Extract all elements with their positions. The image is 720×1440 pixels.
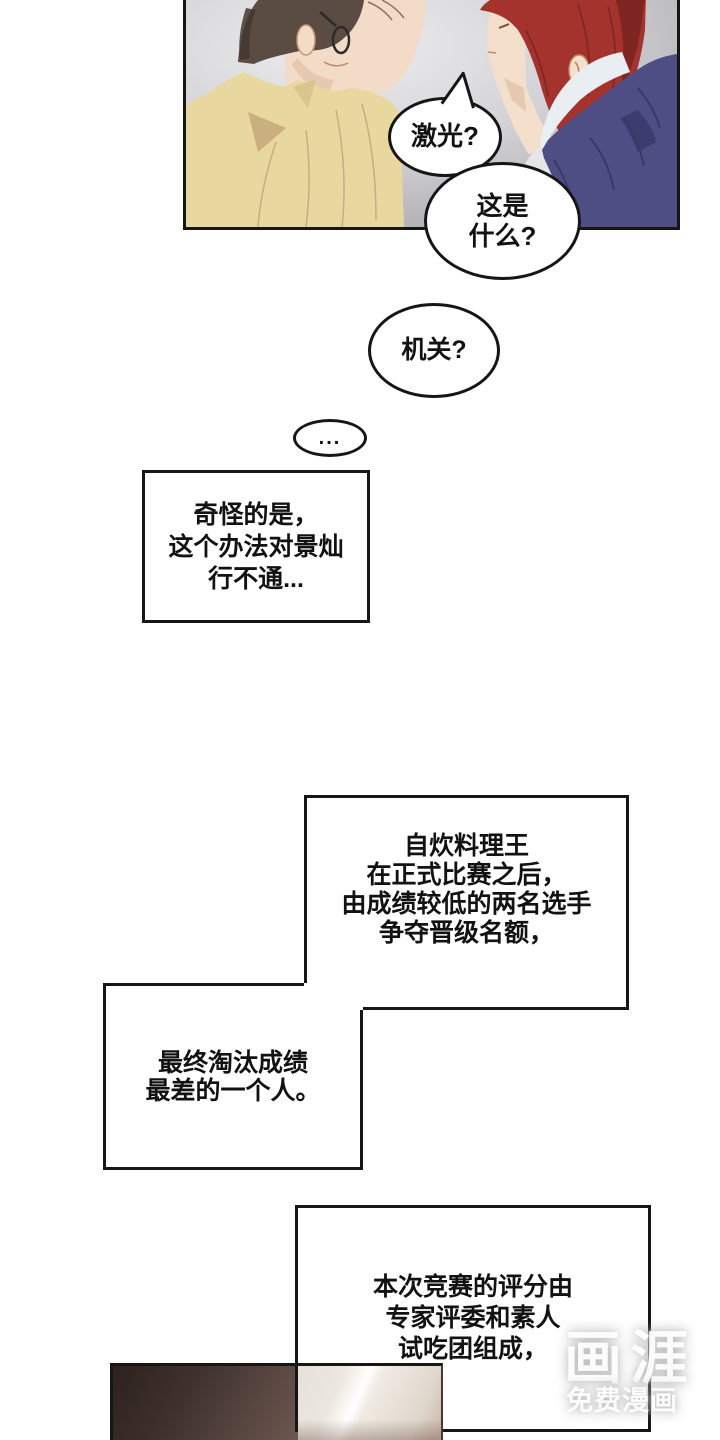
- narration-line: 自炊料理王: [403, 831, 529, 860]
- narration-line: 在正式比赛之后，: [366, 860, 567, 889]
- bubble-text: 激光?: [411, 121, 479, 152]
- glasses-temple: [319, 11, 337, 27]
- right-skin: [487, 0, 562, 154]
- right-sweater: [542, 54, 677, 227]
- huaya-watermark-tagline: 免费漫画: [566, 1386, 678, 1416]
- narration-line: 试吃团组成，: [397, 1335, 548, 1363]
- left-jaw-line: [323, 61, 349, 67]
- left-neck-shadow: [292, 58, 334, 94]
- narration-line: 专家评委和素人: [385, 1304, 561, 1332]
- left-collar-fold: [293, 79, 316, 108]
- left-shirt-folds: [257, 103, 377, 227]
- speech-bubble-what-is-this: 这是 什么?: [424, 162, 581, 280]
- character-left-glasses: [186, 0, 426, 227]
- left-shirt: [186, 72, 404, 227]
- right-sweater-folds: [553, 87, 661, 217]
- speech-bubble-tail: [440, 71, 475, 109]
- narration-box-3: 最终淘汰成绩 最差的一个人。: [103, 983, 363, 1170]
- right-lips: [487, 51, 497, 54]
- narration-line: 本次竞赛的评分由: [372, 1273, 573, 1301]
- box-overlap-join: [304, 983, 363, 1010]
- narration-line: 最终淘汰成绩: [157, 1048, 308, 1077]
- glasses-lens: [331, 25, 351, 55]
- narration-line: 争夺晋级名额，: [378, 918, 554, 947]
- right-sweater-shadow: [620, 110, 656, 152]
- right-collar: [540, 52, 630, 150]
- bubble-text-line: 什么?: [468, 221, 537, 251]
- bubble-text-line: 这是: [476, 191, 529, 221]
- right-jaw-shadow: [504, 78, 526, 112]
- comic-panel-bottom: [110, 1363, 298, 1440]
- narration-line: 行不通...: [208, 564, 304, 593]
- left-hair-wisps: [367, 0, 405, 21]
- narration-line: 由成绩较低的两名选手: [341, 889, 592, 918]
- speech-bubble-mechanism: 机关?: [368, 303, 500, 398]
- narration-line: 这个办法对景灿: [168, 532, 344, 561]
- narration-line: 奇怪的是，: [193, 500, 319, 529]
- narration-box-1: 奇怪的是， 这个办法对景灿 行不通...: [142, 470, 370, 623]
- narration-box-2: 自炊料理王 在正式比赛之后， 由成绩较低的两名选手 争夺晋级名额，: [304, 795, 629, 1010]
- menu-card-artwork: [298, 1363, 443, 1440]
- left-shirt-shadow-wedge: [248, 112, 286, 152]
- speech-bubble-ellipsis: ...: [293, 419, 367, 457]
- huaya-watermark-logo: 画涯: [564, 1326, 697, 1391]
- narration-line: 最差的一个人。: [145, 1076, 321, 1105]
- left-ear: [296, 24, 316, 56]
- left-hair-shadow: [239, 8, 256, 60]
- right-eyebrow: [498, 23, 510, 29]
- bubble-text: 机关?: [401, 336, 467, 365]
- bubble-text: ...: [318, 426, 342, 449]
